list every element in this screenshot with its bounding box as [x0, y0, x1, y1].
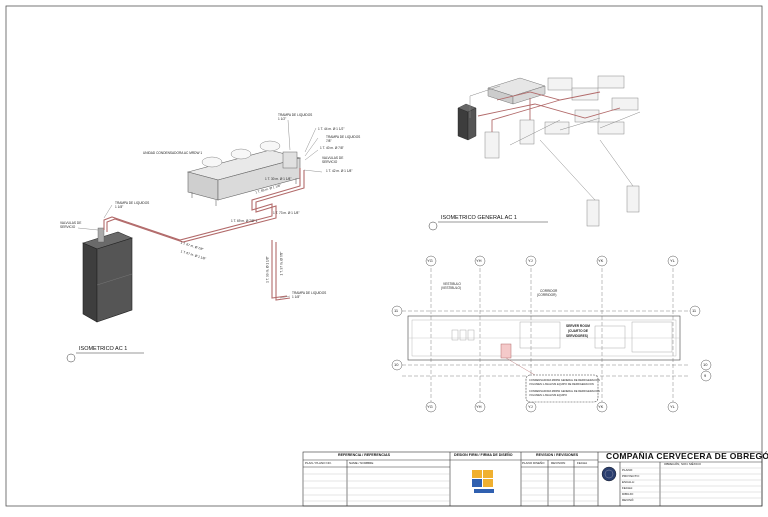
- room-vestibulo-2: (VESTIBULO): [441, 286, 462, 290]
- tb-revision-header: REVISION / REVISIONES: [536, 453, 579, 457]
- label-trampa-top-size: 1 1/2": [278, 117, 287, 121]
- tb-side-4: FECHA:: [622, 486, 634, 490]
- highlighted-room: [500, 343, 512, 359]
- note-cloud: [525, 374, 599, 403]
- label-valvula-top2: SERVICIO: [322, 160, 338, 164]
- grid-bottom-yj: YJ: [528, 404, 533, 409]
- grid-top-yk: YK: [598, 258, 604, 263]
- label-t3: 1 T. 42 m. Ø 1 1/8": [326, 169, 353, 173]
- grid-bottom-yh: YH: [476, 404, 482, 409]
- label-trampa-top: TRAMPA DE LIQUIDOS: [278, 113, 313, 117]
- plan-note-2: VOLUMEN 1 ANALISIS EQUIPO DE REFRIGERACI…: [529, 383, 594, 386]
- label-t1b-size: 7/8": [326, 139, 332, 143]
- iso-ac1-drawing: [77, 119, 323, 323]
- tb-company: COMPAÑIA CERVECERA DE OBREGÓN: [606, 451, 768, 461]
- grid-top-yj: YJ: [528, 258, 533, 263]
- grid-bottom-yg: YG: [427, 404, 433, 409]
- label-valvulas-left: VALVULAS DE: [60, 221, 82, 225]
- label-t10: 1 T. 99 m. Ø 1 1/8": [265, 256, 270, 283]
- label-t11: 1 T. 97 m. Ø 7/8": [279, 251, 284, 276]
- view-title-iso-ac1: ISOMETRICO AC 1: [79, 346, 128, 352]
- view-title-iso-general: ISOMETRICO GENERAL AC 1: [441, 215, 517, 221]
- tb-design-header: DESIGN FIRM / FIRMA DE DISEÑO: [454, 453, 513, 457]
- indoor-unit-front: [82, 242, 98, 323]
- indoor-unit-side: [96, 237, 133, 323]
- title-block-rows: [303, 467, 762, 502]
- grid-top-yg: YG: [427, 258, 433, 263]
- grid-right-9: 9: [704, 373, 707, 378]
- grid-bottom-yl: YL: [670, 404, 675, 409]
- room-server-2: (CUARTO DE: [568, 329, 588, 333]
- label-trampa-left: TRAMPA DE LIQUIDOS: [115, 201, 150, 205]
- room-server-3: SERVIDORES): [566, 334, 588, 338]
- tb-side-2: PROYECTO:: [622, 474, 640, 478]
- label-t1b: TRAMPA DE LIQUIDOS: [326, 135, 361, 139]
- label-unit-name: UNIDAD CONDENSADORA AC MRDW 1: [143, 151, 203, 155]
- fan-3: [259, 140, 281, 152]
- tb-rev-col-1: PLANO DISEÑO: [522, 461, 545, 465]
- label-t2: 1 T. 40 m. Ø 7/8": [320, 146, 344, 150]
- tb-side-5: DIBUJO:: [622, 492, 634, 496]
- view-marker-ac1: [66, 353, 76, 363]
- grid-top-yl: YL: [670, 258, 675, 263]
- label-valvulas-left2: SERVICIO: [60, 225, 76, 229]
- label-trampa-bottom: TRAMPA DE LIQUIDOS: [292, 291, 327, 295]
- label-valvula-top: VALVULAS DE: [322, 156, 344, 160]
- grid-top-yh: YH: [476, 258, 482, 263]
- tb-side-3: ESCALA:: [622, 480, 635, 484]
- fan-1: [201, 156, 223, 168]
- design-firm-logo: [472, 470, 494, 493]
- room-server: SERVER ROOM: [566, 324, 590, 328]
- fan-2: [230, 148, 252, 160]
- tb-name-col: NAME / NOMBRE: [349, 461, 374, 465]
- grid-bottom-yk: YK: [598, 404, 604, 409]
- label-t1: 1 T. 44 m. Ø 1 1/2": [318, 127, 345, 131]
- label-trampa-bottom-size: 1 1/8": [292, 295, 301, 299]
- label-t6: 1 T. 73 m. Ø 1 1/8": [273, 211, 300, 215]
- refrigerant-pipes: [103, 168, 305, 301]
- floor-plan: [391, 255, 712, 413]
- grid-left-11: 11: [394, 308, 399, 313]
- room-corridor-2: (CORRIDOR): [537, 293, 557, 297]
- plan-note-3: CONDENSADORA MRDW GENERAL DE REFRIGERACI…: [529, 390, 600, 393]
- label-t4: 1 T. 30 m. Ø 1 1/8": [265, 177, 292, 181]
- view-marker-general: [428, 221, 438, 231]
- tb-ref-header: REFERENCIA / REFERENCIAS: [338, 453, 390, 457]
- tb-sub: OBREGÓN, SON. MÉXICO: [664, 462, 702, 466]
- company-seal: [601, 466, 617, 482]
- grid-left-10: 10: [394, 362, 399, 367]
- tb-rev-col-2: REVISION: [551, 461, 566, 465]
- title-block: [302, 451, 763, 507]
- tb-rev-col-3: FECHA: [577, 461, 588, 465]
- grid-right-10: 10: [703, 362, 708, 367]
- tb-side-1: PLANO:: [622, 468, 634, 472]
- tb-plan-col: PLAN / PLANO NO.: [305, 461, 332, 465]
- tb-side-6: REVISÓ:: [622, 498, 635, 502]
- grid-right-11: 11: [692, 308, 697, 313]
- plan-note-4: VOLUMEN 1 ANALISIS EQUIPO: [529, 394, 568, 397]
- plan-note-1: CONDENSADORA MRDW GENERAL DE REFRIGERACI…: [529, 379, 600, 382]
- room-corridor: CORRIDOR: [540, 289, 558, 293]
- label-trampa-left-size: 1 1/8": [115, 205, 124, 209]
- room-vestibulo: VESTIBULO: [443, 282, 461, 286]
- iso-general-drawing: [457, 75, 641, 227]
- label-t7: 1 T. 69 m. Ø 7/8" 1: [231, 219, 258, 223]
